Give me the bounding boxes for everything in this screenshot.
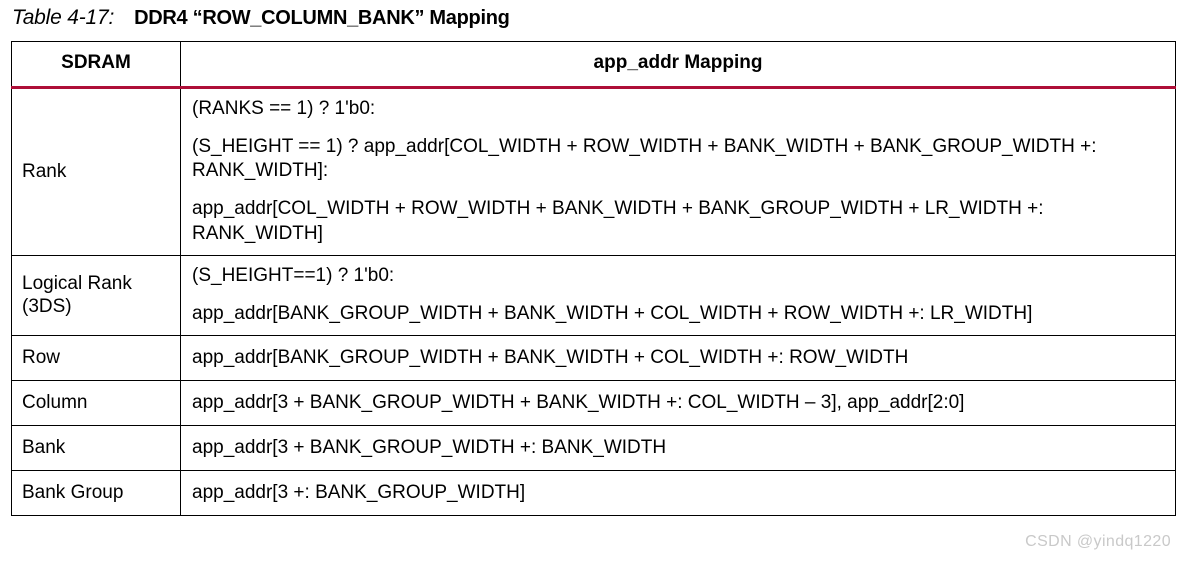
mapping-line: app_addr[3 +: BANK_GROUP_WIDTH] — [192, 482, 526, 504]
csdn-watermark: CSDN @yindq1220 — [1025, 533, 1171, 550]
mapping-line: (S_HEIGHT==1) ? 1'b0: — [192, 264, 395, 286]
table-row: Row app_addr[BANK_GROUP_WIDTH + BANK_WID… — [11, 334, 1176, 381]
table-header: SDRAM app_addr Mapping — [11, 41, 1176, 89]
caption-title: DDR4 “ROW_COLUMN_BANK” Mapping — [134, 6, 510, 29]
cell-sdram-bank-group: Bank Group — [11, 470, 181, 516]
cell-mapping-logical-rank-3ds: (S_HEIGHT==1) ? 1'b0: app_addr[BANK_GROU… — [180, 254, 1176, 336]
cell-sdram-row: Row — [11, 334, 181, 381]
cell-mapping-bank: app_addr[3 + BANK_GROUP_WIDTH +: BANK_WI… — [180, 425, 1176, 471]
mapping-line: app_addr[BANK_GROUP_WIDTH + BANK_WIDTH +… — [192, 302, 1033, 324]
mapping-line: app_addr[3 + BANK_GROUP_WIDTH + BANK_WID… — [192, 392, 965, 413]
table-row: Column app_addr[3 + BANK_GROUP_WIDTH + B… — [11, 379, 1176, 426]
cell-sdram-rank: Rank — [11, 87, 181, 256]
cell-sdram-column: Column — [11, 379, 181, 426]
table-header-row: SDRAM app_addr Mapping — [11, 41, 1176, 89]
mapping-line: app_addr[COL_WIDTH + ROW_WIDTH + BANK_WI… — [192, 198, 1044, 244]
cell-mapping-bank-group: app_addr[3 +: BANK_GROUP_WIDTH] — [180, 470, 1176, 516]
column-header-sdram: SDRAM — [11, 41, 181, 89]
column-header-app-addr-mapping: app_addr Mapping — [180, 41, 1176, 89]
table-row: Bank app_addr[3 + BANK_GROUP_WIDTH +: BA… — [11, 425, 1176, 471]
cell-mapping-column: app_addr[3 + BANK_GROUP_WIDTH + BANK_WID… — [180, 379, 1176, 426]
table-row: Logical Rank (3DS) (S_HEIGHT==1) ? 1'b0:… — [11, 254, 1176, 336]
table-row: Rank (RANKS == 1) ? 1'b0: (S_HEIGHT == 1… — [11, 87, 1176, 256]
cell-sdram-logical-rank-3ds: Logical Rank (3DS) — [11, 254, 181, 336]
cell-mapping-rank: (RANKS == 1) ? 1'b0: (S_HEIGHT == 1) ? a… — [180, 87, 1176, 256]
mapping-table-container: SDRAM app_addr Mapping Rank (RANKS == 1)… — [11, 41, 1176, 517]
table-caption: Table 4-17: DDR4 “ROW_COLUMN_BANK” Mappi… — [12, 2, 510, 34]
ddr4-row-column-bank-mapping-table: SDRAM app_addr Mapping Rank (RANKS == 1)… — [11, 41, 1176, 517]
caption-number: Table 4-17: — [12, 6, 115, 29]
mapping-line: app_addr[3 + BANK_GROUP_WIDTH +: BANK_WI… — [192, 437, 667, 459]
mapping-line: (RANKS == 1) ? 1'b0: — [192, 98, 376, 119]
cell-mapping-row: app_addr[BANK_GROUP_WIDTH + BANK_WIDTH +… — [180, 334, 1176, 381]
table-row: Bank Group app_addr[3 +: BANK_GROUP_WIDT… — [11, 470, 1176, 516]
mapping-line: (S_HEIGHT == 1) ? app_addr[COL_WIDTH + R… — [192, 136, 1097, 182]
mapping-line: app_addr[BANK_GROUP_WIDTH + BANK_WIDTH +… — [192, 346, 909, 368]
cell-sdram-bank: Bank — [11, 425, 181, 471]
table-body: Rank (RANKS == 1) ? 1'b0: (S_HEIGHT == 1… — [11, 87, 1176, 516]
